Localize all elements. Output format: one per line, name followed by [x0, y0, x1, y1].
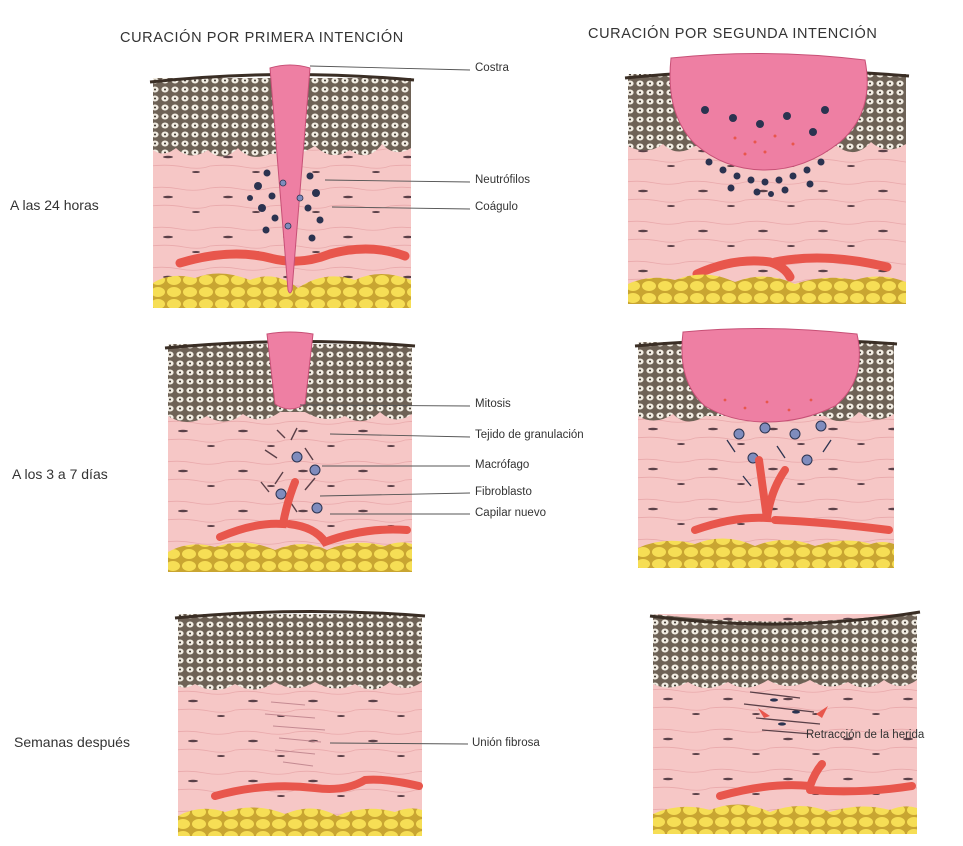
callout-macrofago: Macrófago — [475, 459, 529, 471]
callout-fibroblasto: Fibroblasto — [475, 486, 532, 498]
callout-capilar-nuevo: Capilar nuevo — [475, 507, 546, 519]
row-label-weeks-later: Semanas después — [14, 734, 130, 750]
diagram-secondary-3-7-days — [635, 330, 897, 572]
callout-coagulo: Coágulo — [475, 201, 518, 213]
heading-secondary-intention: CURACIÓN POR SEGUNDA INTENCIÓN — [588, 26, 878, 42]
row-label-3-7-days: A los 3 a 7 días — [12, 466, 108, 482]
callout-tejido-granulacion: Tejido de granulación — [475, 429, 584, 441]
diagram-primary-weeks-later — [175, 602, 427, 840]
diagram-secondary-24h — [625, 52, 910, 308]
callout-neutrofilos: Neutrófilos — [475, 174, 530, 186]
row-label-24h: A las 24 horas — [10, 197, 99, 213]
heading-primary-intention: CURACIÓN POR PRIMERA INTENCIÓN — [120, 30, 404, 46]
diagram-primary-24h — [150, 58, 418, 312]
diagram-primary-3-7-days — [165, 332, 417, 576]
diagram-secondary-weeks-later — [650, 600, 922, 838]
callout-union-fibrosa: Unión fibrosa — [472, 737, 540, 749]
callout-costra: Costra — [475, 62, 509, 74]
callout-mitosis: Mitosis — [475, 398, 511, 410]
callout-retraccion-herida: Retracción de la herida — [806, 729, 924, 741]
